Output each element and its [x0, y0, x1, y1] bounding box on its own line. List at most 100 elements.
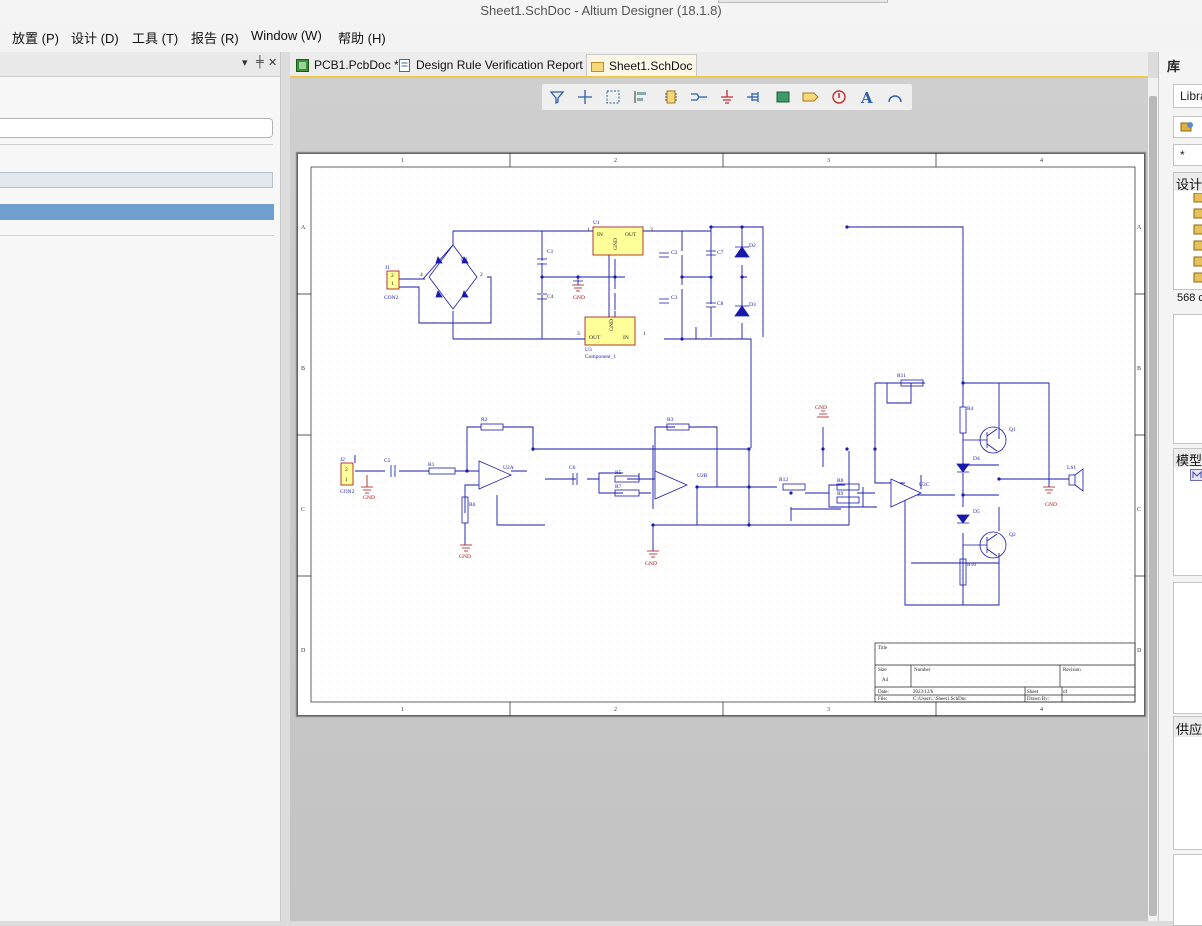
- label-d1: D1: [461, 257, 468, 263]
- zone-x-label: 1: [401, 158, 404, 164]
- library-select[interactable]: Libra: [1173, 84, 1202, 108]
- label-u2b: U2B: [697, 473, 708, 479]
- window-title: Sheet1.SchDoc - Altium Designer (18.1.8): [0, 3, 1202, 18]
- menu-window[interactable]: Window (W): [251, 28, 322, 43]
- library-select-value: Libra: [1180, 89, 1202, 103]
- pin-label: 1: [345, 477, 348, 483]
- label-d4: D4: [973, 456, 980, 462]
- label-j2: J2: [340, 457, 345, 463]
- crosshair-icon[interactable]: [574, 87, 596, 107]
- report-doc-icon: [398, 59, 411, 72]
- panel-title: 库: [1167, 56, 1180, 75]
- filter-input[interactable]: *: [1173, 144, 1202, 166]
- gnd-label: GND: [1045, 502, 1057, 508]
- wire-icon[interactable]: [688, 87, 710, 107]
- label-c6: C6: [569, 465, 576, 471]
- component-list-icons: [1190, 193, 1202, 289]
- pin-label: 1: [391, 281, 394, 287]
- menu-tools[interactable]: 工具 (T): [132, 28, 178, 47]
- pin-name: IN: [623, 335, 629, 341]
- scrollbar-thumb[interactable]: [1149, 96, 1157, 916]
- zone-y-label: A: [1137, 225, 1142, 231]
- power-port-icon[interactable]: [716, 87, 738, 107]
- library-icon: [1179, 120, 1195, 134]
- label-r2: R2: [481, 417, 488, 423]
- pin-label: 1: [587, 227, 590, 233]
- tab-label: Design Rule Verification Report: [416, 58, 583, 72]
- component-list[interactable]: 设计: [1173, 172, 1202, 290]
- left-panel-header: ▾ ╪ ✕: [0, 52, 280, 77]
- label-ls1: LS1: [1067, 465, 1076, 471]
- divider: [0, 144, 273, 145]
- component-count: 568 c: [1177, 292, 1202, 304]
- model-label: 模型: [1176, 450, 1202, 469]
- document-tabs: PCB1.PcbDoc * Design Rule Verification R…: [290, 52, 1148, 78]
- menu-bar: 放置 (P) 设计 (D) 工具 (T) 报告 (R) Window (W) 帮…: [0, 22, 1202, 52]
- tab-sheet1[interactable]: Sheet1.SchDoc: [586, 54, 697, 77]
- menu-design[interactable]: 设计 (D): [71, 28, 119, 47]
- place-part-icon[interactable]: [660, 87, 682, 107]
- pin-name: OUT: [625, 232, 637, 238]
- vertical-scrollbar[interactable]: [1148, 78, 1158, 921]
- menu-place[interactable]: 放置 (P): [12, 28, 59, 47]
- pin-icon[interactable]: ╪: [256, 56, 264, 68]
- sheet-symbol-icon[interactable]: [772, 87, 794, 107]
- file-field: File:: [878, 697, 887, 702]
- gnd-label: GND: [459, 554, 471, 560]
- zone-x-label: 3: [827, 158, 830, 164]
- align-icon[interactable]: [630, 87, 652, 107]
- port-icon[interactable]: [800, 87, 822, 107]
- schematic-sheet[interactable]: 1 2 3 4 1 2 3 4 A B C D A B C D: [296, 152, 1146, 717]
- label-r11: R11: [897, 373, 906, 379]
- arc-icon[interactable]: [884, 87, 906, 107]
- size-field: Size: [878, 668, 887, 673]
- zone-x-label: 4: [1040, 707, 1043, 713]
- harness-icon[interactable]: [744, 87, 766, 107]
- label-r7: R7: [615, 484, 622, 490]
- left-panel: ▾ ╪ ✕: [0, 52, 281, 921]
- pin-label: 1: [643, 331, 646, 337]
- zone-x-label: 1: [401, 707, 404, 713]
- pin-name: OUT: [589, 335, 601, 341]
- date-field: Date:: [878, 690, 889, 695]
- label-c1: C1: [547, 249, 554, 255]
- pin-label: 2: [345, 467, 348, 473]
- of-field: of: [1063, 690, 1068, 695]
- zone-y-label: C: [1137, 507, 1141, 513]
- size-value: A4: [882, 678, 889, 683]
- tab-label: Sheet1.SchDoc: [609, 59, 692, 73]
- panel-menu-icon[interactable]: ▾: [242, 56, 248, 69]
- left-panel-selected-row[interactable]: [0, 204, 274, 220]
- left-panel-row[interactable]: [0, 172, 273, 188]
- library-options-button[interactable]: [1173, 116, 1202, 138]
- date-value: 2023/12/6: [913, 690, 934, 695]
- pin-name: GND: [613, 238, 619, 250]
- select-area-icon[interactable]: [602, 87, 624, 107]
- text-icon[interactable]: A: [856, 87, 878, 107]
- tab-pcb1[interactable]: PCB1.PcbDoc *: [296, 54, 399, 76]
- label-d5: D5: [973, 509, 980, 515]
- svg-text:A: A: [860, 89, 873, 105]
- left-panel-search-input[interactable]: [0, 118, 273, 138]
- no-erc-icon[interactable]: [828, 87, 850, 107]
- tab-drc-report[interactable]: Design Rule Verification Report: [398, 54, 583, 76]
- zone-x-label: 2: [614, 158, 617, 164]
- divider: [0, 235, 274, 236]
- label-j2-value: CON2: [340, 489, 355, 495]
- filter-icon[interactable]: [546, 87, 568, 107]
- label-r4: R4: [967, 406, 974, 412]
- pin-label: 3: [650, 227, 653, 233]
- component-preview: [1173, 314, 1202, 444]
- file-value: C:\Users\..\Sheet1.SchDoc: [913, 697, 967, 702]
- gnd-label: GND: [815, 405, 827, 411]
- title-field: Title: [878, 646, 888, 651]
- zone-y-label: B: [1137, 366, 1141, 372]
- close-icon[interactable]: ✕: [268, 56, 277, 69]
- menu-help[interactable]: 帮助 (H): [338, 28, 386, 47]
- label-u2a: U2A: [503, 465, 514, 471]
- label-r12: R12: [779, 477, 788, 483]
- menu-reports[interactable]: 报告 (R): [191, 28, 239, 47]
- zone-y-label: D: [301, 648, 306, 654]
- label-u3-value: Component_1: [585, 354, 616, 360]
- revision-field: Revision: [1063, 668, 1081, 673]
